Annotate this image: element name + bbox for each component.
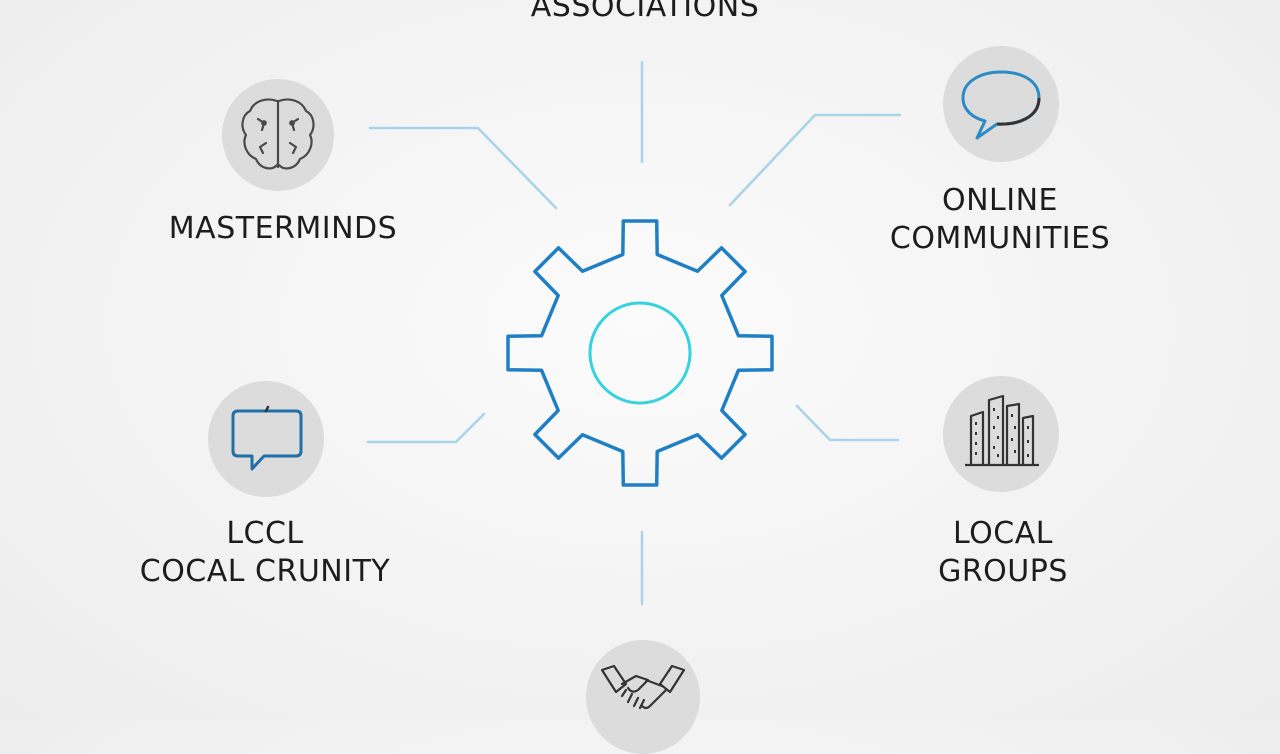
label-line: LOCAL bbox=[953, 516, 1053, 551]
connector-local-groups bbox=[795, 404, 900, 442]
brain-icon bbox=[241, 98, 315, 170]
gear-inner-ring bbox=[588, 301, 692, 405]
node-label-masterminds: MASTERMINDS bbox=[148, 210, 418, 248]
node-icon-local-county bbox=[208, 381, 324, 497]
label-line: ASSOCIATIONS bbox=[530, 0, 760, 24]
node-icon-partnerships bbox=[586, 640, 700, 754]
gear-outline bbox=[506, 219, 774, 487]
buildings-icon bbox=[965, 394, 1039, 467]
label-line: COCAL CRUNITY bbox=[139, 554, 391, 589]
connector-online-communities bbox=[728, 113, 902, 207]
chat-bubble-icon bbox=[231, 405, 303, 471]
connector-local-county bbox=[366, 412, 486, 444]
label-line: LCCL bbox=[226, 516, 304, 551]
label-line: COMMUNITIES bbox=[889, 221, 1111, 256]
connector-lines bbox=[366, 60, 902, 606]
handshake-icon bbox=[600, 664, 686, 710]
connector-masterminds bbox=[368, 126, 558, 210]
speech-bubble-icon bbox=[961, 70, 1041, 140]
label-line: ONLINE bbox=[941, 183, 1058, 218]
node-label-online-communities: ONLINE COMMUNITIES bbox=[865, 182, 1135, 258]
node-label-local-county: LCCL COCAL CRUNITY bbox=[120, 515, 410, 591]
node-label-associations: ASSOCIATIONS bbox=[520, 0, 770, 26]
diagram-canvas: ASSOCIATIONS MASTERMINDS ONLINE bbox=[120, 0, 1138, 754]
label-line: MASTERMINDS bbox=[168, 211, 398, 246]
node-icon-online-communities bbox=[943, 46, 1059, 162]
node-icon-masterminds bbox=[222, 79, 334, 191]
node-label-local-groups: LOCAL GROUPS bbox=[868, 515, 1138, 591]
label-line: GROUPS bbox=[938, 554, 1068, 589]
gear-icon bbox=[506, 219, 774, 487]
node-icon-local-groups bbox=[943, 376, 1059, 492]
